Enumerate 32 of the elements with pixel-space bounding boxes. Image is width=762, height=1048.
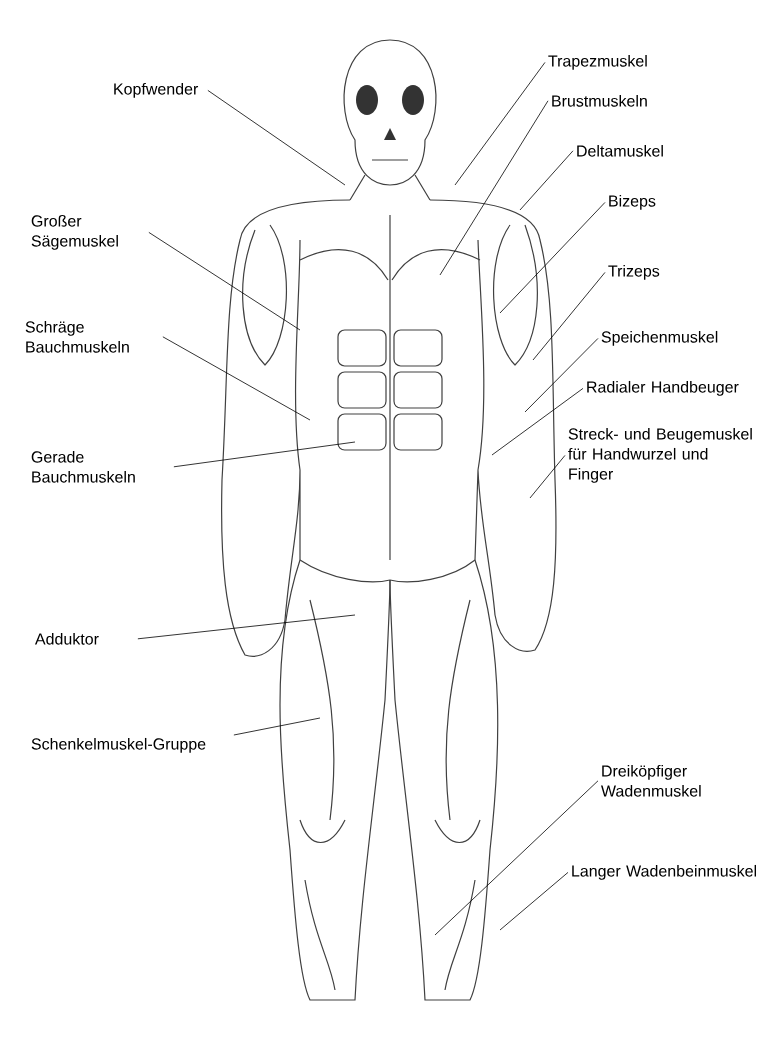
- leader-line: [162, 336, 311, 421]
- part-label: Schenkelmuskel-Gruppe: [31, 737, 206, 753]
- leader-line: [233, 717, 321, 736]
- part-label: Kopfwender: [114, 82, 199, 98]
- part-label: Speichenmuskel: [601, 330, 718, 346]
- leader-line: [454, 62, 546, 186]
- part-label: Großer Sägemuskel: [31, 214, 118, 250]
- part-label: Adduktor: [34, 632, 99, 645]
- leader-line: [439, 100, 549, 276]
- part-label: Deltamuskel: [577, 144, 663, 157]
- leader-line: [148, 232, 301, 331]
- leader-line: [499, 872, 569, 931]
- leader-line: [524, 338, 599, 413]
- part-label: Langer Wadenbeinmuskel: [572, 864, 757, 880]
- leader-line: [173, 441, 356, 468]
- part-label: Gerade Bauchmuskeln: [31, 450, 135, 483]
- part-label: Dreiköpfiger Wadenmuskel: [601, 764, 701, 797]
- part-label: Schräge Bauchmuskeln: [25, 320, 129, 353]
- part-label: Brustmuskeln: [552, 94, 647, 107]
- part-label: Bizeps: [609, 194, 656, 210]
- leader-line: [499, 202, 606, 314]
- leader-line: [434, 780, 599, 936]
- leader-line: [207, 90, 346, 186]
- part-label: Trizeps: [608, 264, 660, 280]
- leader-line: [137, 614, 356, 640]
- leader-line: [532, 272, 606, 361]
- leader-line: [529, 455, 566, 499]
- leader-line: [519, 150, 574, 211]
- part-label: Trapezmuskel: [548, 54, 647, 70]
- part-label: Radialer Handbeuger: [587, 380, 739, 396]
- leader-line: [491, 388, 584, 456]
- part-label: Streck- und Beugemuskel für Handwurzel und Finger: [568, 427, 752, 483]
